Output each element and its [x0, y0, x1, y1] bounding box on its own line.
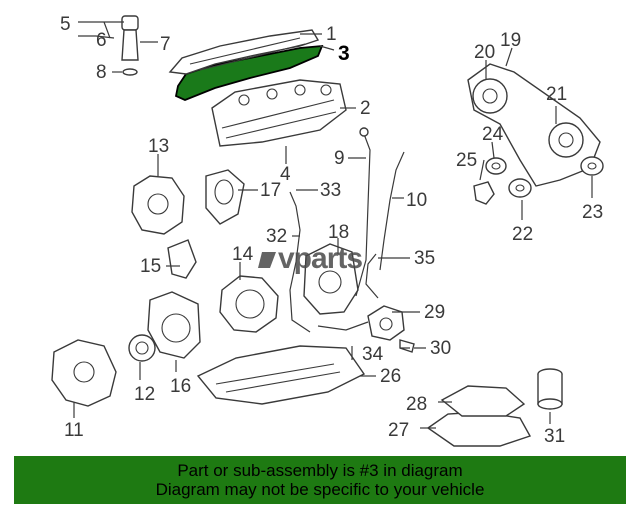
part-29-oil-cooler[interactable]: [367, 305, 405, 341]
callout-7: 7: [160, 34, 171, 55]
callout-22: 22: [512, 224, 533, 245]
banner-line-1: Part or sub-assembly is #3 in diagram: [177, 461, 463, 480]
callout-10: 10: [406, 190, 427, 211]
callout-15: 15: [140, 256, 161, 277]
part-15-bracket[interactable]: [167, 239, 197, 279]
part-30-fittings[interactable]: [399, 339, 415, 353]
callout-26: 26: [380, 366, 401, 387]
callout-35: 35: [414, 248, 435, 269]
banner-line-2: Diagram may not be specific to your vehi…: [155, 480, 485, 499]
callout-29: 29: [424, 302, 445, 323]
part-22-idler-pulley[interactable]: [508, 178, 532, 198]
callout-2: 2: [360, 98, 371, 119]
callout-28: 28: [406, 394, 427, 415]
parts-diagram: 5 6 7 8 1 3 2 4 9 10 13 17 33 32 18 15 1…: [51, 14, 604, 447]
callout-13: 13: [148, 136, 169, 157]
part-33-hose[interactable]: [289, 191, 311, 333]
callout-16: 16: [170, 376, 191, 397]
part-14-pump[interactable]: [219, 275, 279, 333]
part-24-idler[interactable]: [485, 157, 507, 175]
leader-lines: [73, 21, 593, 429]
callout-5: 5: [60, 14, 71, 35]
part-25-tensioner[interactable]: [473, 181, 495, 205]
callout-19: 19: [500, 30, 521, 51]
callout-30: 30: [430, 338, 451, 359]
part-31-oil-filter[interactable]: [537, 368, 563, 410]
part-26-oil-pan-upper[interactable]: [196, 345, 366, 405]
part-19-timing-belt[interactable]: [467, 63, 601, 187]
part-17-timing-cover-inner[interactable]: [205, 169, 245, 225]
callout-23: 23: [582, 202, 603, 223]
callout-6: 6: [96, 30, 107, 51]
part-9-dipstick[interactable]: [355, 133, 371, 297]
part-13-timing-cover[interactable]: [131, 175, 185, 235]
callout-32: 32: [266, 226, 287, 247]
callout-24: 24: [482, 124, 504, 145]
callout-25: 25: [456, 150, 477, 171]
part-1-valve-cover[interactable]: [168, 29, 320, 75]
part-10-dipstick-tube[interactable]: [379, 151, 405, 271]
callout-31: 31: [544, 426, 565, 447]
watermark-text: vparts: [278, 242, 362, 275]
part-34-pipe[interactable]: [317, 321, 369, 331]
callout-17: 17: [260, 180, 281, 201]
part-27-oil-pan-lower[interactable]: [426, 385, 532, 447]
callout-18: 18: [328, 222, 349, 243]
callout-11: 11: [64, 420, 84, 441]
callout-33: 33: [320, 180, 341, 201]
callout-3: 3: [338, 42, 350, 65]
callout-8: 8: [96, 62, 107, 83]
callout-12: 12: [134, 384, 155, 405]
part-23-pulley[interactable]: [580, 156, 604, 176]
callout-20: 20: [474, 42, 495, 63]
callout-4: 4: [280, 164, 291, 185]
part-18-rear-housing[interactable]: [303, 243, 359, 315]
part-12-crank-pulley[interactable]: [128, 334, 156, 362]
callout-34: 34: [362, 344, 384, 365]
part-16-pulley[interactable]: [147, 291, 201, 359]
part-5-oil-filler-cap[interactable]: [121, 15, 139, 76]
callout-27: 27: [388, 420, 409, 441]
notice-banner: Part or sub-assembly is #3 in diagram Di…: [14, 456, 626, 504]
callout-21: 21: [546, 84, 567, 105]
callout-1: 1: [326, 24, 337, 45]
part-2-cylinder-head[interactable]: [211, 79, 347, 147]
vparts-watermark: vparts: [258, 242, 363, 275]
callout-9: 9: [334, 148, 345, 169]
vparts-logo-icon: [258, 252, 276, 268]
callout-14: 14: [232, 244, 254, 265]
part-11-oil-pump[interactable]: [51, 339, 117, 407]
part-35-hose[interactable]: [365, 253, 379, 299]
